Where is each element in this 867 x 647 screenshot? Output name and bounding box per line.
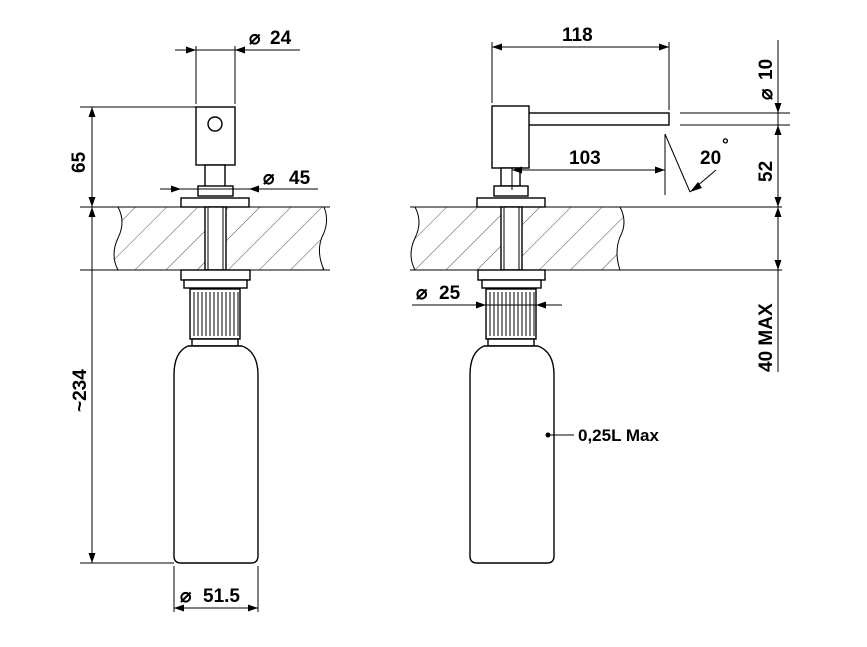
countertop-side xyxy=(410,206,782,271)
dim-spout-length-label: 118 xyxy=(562,25,593,46)
dim-collar-diameter-symbol: ⌀ xyxy=(263,168,275,189)
pump-stem xyxy=(204,164,226,188)
dim-inner-length-label: 103 xyxy=(569,148,601,169)
dim-spout-diameter-symbol: ⌀ xyxy=(756,88,777,100)
thread-lines xyxy=(193,292,239,336)
bottle-neck xyxy=(191,338,239,347)
side-washer xyxy=(481,279,542,289)
pump-head xyxy=(195,106,236,166)
dim-head-height: 65 xyxy=(69,106,196,207)
side-nut xyxy=(477,269,546,281)
dim-spout-height-label: 52 xyxy=(756,161,777,182)
dim-angle-label: 20 xyxy=(700,148,721,169)
dim-angle: 20 ° xyxy=(664,133,729,193)
dim-total-height: ~234 xyxy=(70,207,174,564)
capacity-callout: 0,25L Max xyxy=(545,426,660,445)
dim-bottle-diameter-symbol: ⌀ xyxy=(180,586,192,607)
side-thread-lines xyxy=(489,292,535,336)
side-stem-ring xyxy=(493,185,529,197)
capacity-label: 0,25L Max xyxy=(578,426,660,445)
bottle-body xyxy=(173,345,259,564)
dim-head-height-label: 65 xyxy=(69,151,90,173)
dim-collar-diameter-label: 45 xyxy=(289,168,311,189)
side-view: 118 ⌀ 10 52 40 MAX xyxy=(410,25,790,564)
dim-thread-diameter: ⌀ 25 xyxy=(412,283,562,309)
dim-max-thickness-label: 40 MAX xyxy=(756,303,777,372)
front-view: ⌀ 24 ⌀ 45 65 ~234 xyxy=(69,28,330,612)
dim-thread-diameter-symbol: ⌀ xyxy=(416,283,428,304)
side-bottle-neck xyxy=(487,338,535,347)
dim-bottle-diameter: ⌀ 51.5 xyxy=(173,566,259,612)
dim-spout-diameter-label: 10 xyxy=(756,59,777,80)
dim-max-thickness: 40 MAX xyxy=(756,207,782,372)
collar xyxy=(180,197,250,208)
dim-top-diameter-label: 24 xyxy=(270,28,292,49)
dim-collar-diameter: ⌀ 45 xyxy=(160,168,318,193)
dim-thread-diameter-label: 25 xyxy=(439,283,461,304)
spout-arm xyxy=(527,112,670,126)
dim-inner-length: 103 xyxy=(511,134,666,195)
side-collar xyxy=(476,197,546,208)
washer xyxy=(183,279,248,289)
nozzle-hole xyxy=(207,116,223,132)
dim-spout-height: 52 xyxy=(756,125,782,207)
dim-top-diameter-symbol: ⌀ xyxy=(249,28,261,49)
dim-total-height-label: ~234 xyxy=(70,369,91,412)
dim-top-diameter: ⌀ 24 xyxy=(175,28,300,104)
nut xyxy=(180,269,251,281)
dim-spout-length: 118 xyxy=(491,25,670,110)
side-bottle-body xyxy=(469,345,555,564)
side-pump-head xyxy=(491,105,530,169)
dim-bottle-diameter-label: 51.5 xyxy=(203,586,240,607)
dim-angle-degree: ° xyxy=(722,135,729,154)
stem-ring xyxy=(197,185,234,197)
dim-spout-diameter: ⌀ 10 xyxy=(680,40,790,150)
